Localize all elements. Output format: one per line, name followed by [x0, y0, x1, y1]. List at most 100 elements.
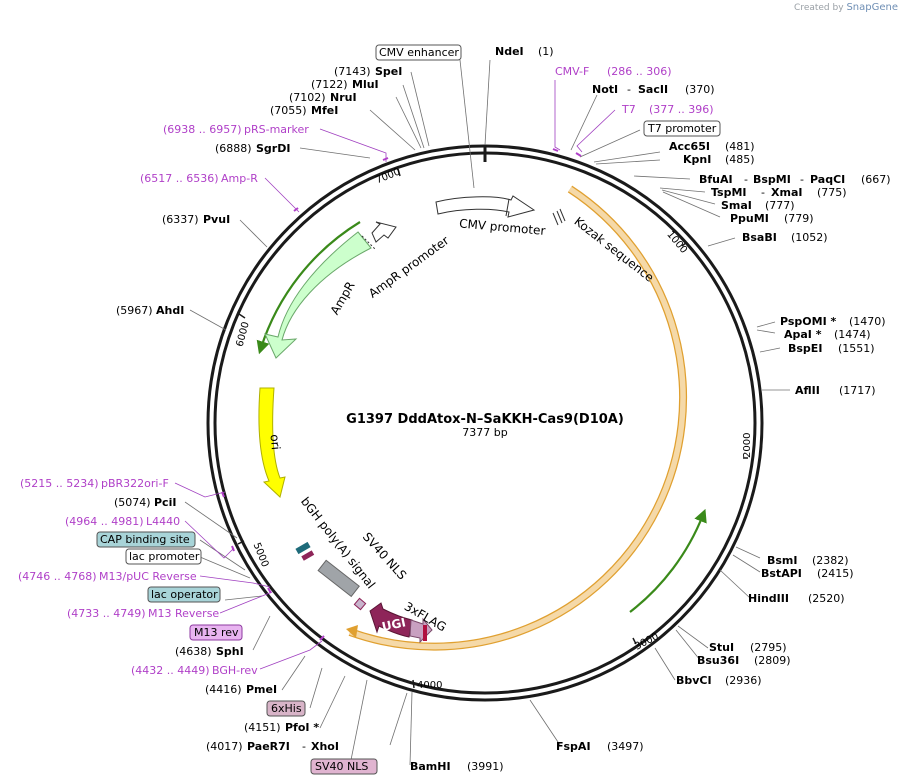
- site-tspmi-sep: -: [761, 186, 765, 199]
- site-aflii: AflII: [795, 384, 820, 397]
- ori-arrow: [258, 387, 286, 498]
- site-bstapi-pos: (2415): [817, 567, 854, 580]
- site-nrui-pos: (7102): [289, 91, 326, 104]
- site-kpni-pos: (485): [725, 153, 755, 166]
- cas9-arrowhead: [346, 625, 358, 638]
- site-ahdi-pos: (5967): [116, 304, 153, 317]
- primer-labels: CMV-F (286 .. 306) T7 (377 .. 396) (6938…: [18, 65, 714, 677]
- boxed-labels: CMV enhancer T7 promoter CAP binding sit…: [96, 44, 721, 775]
- site-acc65i-pos: (481): [725, 140, 755, 153]
- box-lac-operator: [147, 586, 221, 603]
- primer-m13puc-range: (4746 .. 4768): [18, 570, 97, 583]
- label-cmv-enhancer: CMV enhancer: [379, 46, 459, 59]
- snapgene-logo-text: SnapGene: [846, 2, 898, 13]
- site-acc65i: Acc65I: [669, 140, 710, 153]
- site-bfuai: BfuAI: [699, 173, 733, 186]
- site-paqci: PaqCI: [810, 173, 845, 186]
- ampr-arrow: [264, 231, 372, 359]
- site-ndei-pos: (1): [538, 45, 554, 58]
- site-labels-left: (4017) PaeR7I - XhoI (4151) PfoI * (4416…: [114, 65, 402, 753]
- site-sgrdi-pos: (6888): [215, 142, 252, 155]
- primer-m13puc: M13/pUC Reverse: [99, 570, 197, 583]
- plasmid-name: G1397 DddAtox-N–SaKKH-Cas9(D10A): [346, 412, 624, 427]
- site-ahdi: AhdI: [156, 304, 184, 317]
- site-pmei: PmeI: [246, 683, 277, 696]
- feature-ampr-promoter: AmpR promoter: [366, 233, 451, 300]
- site-pvui: PvuI: [203, 213, 230, 226]
- site-apai-pos: (1474): [834, 328, 871, 341]
- primer-l4440-range: (4964 .. 4981): [65, 515, 144, 528]
- site-bsabi-pos: (1052): [791, 231, 828, 244]
- orf-arc-left: [256, 221, 361, 355]
- primer-cmvf: CMV-F: [555, 65, 589, 78]
- site-paqci-pos: (667): [861, 173, 891, 186]
- site-spei: SpeI: [375, 65, 402, 78]
- site-hindiii: HindIII: [748, 592, 789, 605]
- site-stui-pos: (2795): [750, 641, 787, 654]
- primer-pbr: pBR322ori-F: [101, 477, 169, 490]
- primer-pbr-range: (5215 .. 5234): [20, 477, 99, 490]
- ampr-prom-divider: [361, 235, 376, 250]
- site-sphi: SphI: [216, 645, 244, 658]
- site-noti: NotI: [592, 83, 618, 96]
- site-mlui: MluI: [352, 78, 379, 91]
- tick-marks: [237, 168, 748, 689]
- site-bbvci-pos: (2936): [725, 674, 762, 687]
- site-bfuai-sep: -: [744, 173, 748, 186]
- site-paer7i-pos: (4017): [206, 740, 243, 753]
- label-lac-operator: lac operator: [151, 588, 218, 601]
- kozak-marks: [552, 208, 566, 226]
- site-bamhi: BamHI: [410, 760, 451, 773]
- site-ndei: NdeI: [495, 45, 524, 58]
- site-bstapi: BstAPI: [761, 567, 802, 580]
- plasmid-size: 7377 bp: [462, 426, 507, 439]
- site-pspomi-pos: (1470): [849, 315, 886, 328]
- primer-bghrev-range: (4432 .. 4449): [131, 664, 210, 677]
- orf-arc-right: [629, 508, 707, 613]
- primer-prs: pRS-marker: [244, 123, 309, 136]
- primer-prs-range: (6938 .. 6957): [163, 123, 242, 136]
- label-cap: CAP binding site: [100, 533, 190, 546]
- site-smai: SmaI: [721, 199, 752, 212]
- tick-2000: 2000: [742, 433, 753, 458]
- sv40-nls-mark: [353, 597, 367, 611]
- site-noti-sep: -: [627, 83, 631, 96]
- cas9-feature-arc-fill: [349, 186, 686, 650]
- cmv-promoter-arrow: [435, 195, 536, 218]
- site-mlui-pos: (7122): [311, 78, 348, 91]
- feature-ori: ori: [268, 434, 283, 451]
- bgh-feature-box: [317, 559, 360, 598]
- cmv-divider: [505, 198, 510, 217]
- site-sacii-pos: (370): [685, 83, 715, 96]
- site-tspmi: TspMI: [711, 186, 747, 199]
- site-pmei-pos: (4416): [205, 683, 242, 696]
- site-pfoi: PfoI *: [285, 721, 319, 734]
- primer-m13r-range: (4733 .. 4749): [67, 607, 146, 620]
- site-fspai: FspAI: [556, 740, 591, 753]
- site-mfei-pos: (7055): [270, 104, 307, 117]
- primer-m13r: M13 Reverse: [148, 607, 219, 620]
- site-ppumi-pos: (779): [784, 212, 814, 225]
- site-pvui-pos: (6337): [162, 213, 199, 226]
- site-pcii: PciI: [154, 496, 176, 509]
- primer-bghrev: BGH-rev: [212, 664, 258, 677]
- site-bsmi: BsmI: [767, 554, 798, 567]
- nls-red-mark: [423, 625, 427, 641]
- feature-ugi: UGI: [381, 615, 407, 634]
- site-bsu36i-pos: (2809): [754, 654, 791, 667]
- site-sphi-pos: (4638): [175, 645, 212, 658]
- site-bsmi-pos: (2382): [812, 554, 849, 567]
- site-paer7i: PaeR7I: [247, 740, 290, 753]
- tick-7000: 7000: [374, 167, 402, 187]
- snapgene-credit: Created by SnapGene: [794, 2, 898, 13]
- site-smai-pos: (777): [765, 199, 795, 212]
- primer-t7: T7: [621, 103, 636, 116]
- site-bbvci: BbvCI: [676, 674, 712, 687]
- feature-ampr: AmpR: [328, 279, 358, 317]
- site-bspei: BspEI: [788, 342, 822, 355]
- feature-cmv-promoter: CMV promoter: [459, 216, 546, 237]
- box-cap: [96, 531, 196, 548]
- site-pspomi: PspOMI *: [780, 315, 837, 328]
- primer-ampr-range: (6517 .. 6536): [140, 172, 219, 185]
- site-pfoi-pos: (4151): [244, 721, 281, 734]
